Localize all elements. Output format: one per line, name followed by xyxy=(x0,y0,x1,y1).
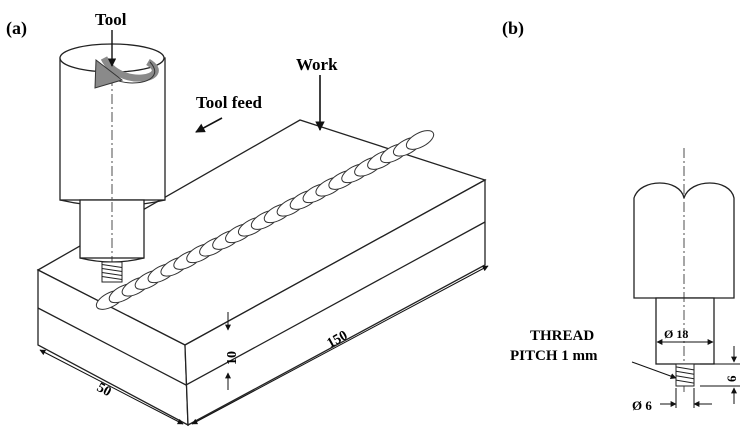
tool-b-pin-thread xyxy=(675,363,695,387)
dim-length xyxy=(191,265,489,425)
thread-leader xyxy=(631,361,677,379)
tool-a xyxy=(59,40,166,282)
work-label: Work xyxy=(296,55,338,74)
dim-thickness-label: 10 xyxy=(225,351,240,365)
dim-pin-length xyxy=(700,346,740,404)
tool-b xyxy=(633,148,735,395)
thread-line xyxy=(675,366,695,371)
thread-label-line2: PITCH 1 mm xyxy=(510,348,598,364)
weld-ripple xyxy=(405,130,435,150)
rotation-arrow-icon xyxy=(94,30,159,89)
panel-a-label: (a) xyxy=(6,18,27,39)
thread-line xyxy=(101,276,123,280)
thread-line xyxy=(675,375,695,380)
thread-label-line1: THREAD xyxy=(530,328,594,344)
tool-feed-arrow xyxy=(195,117,223,133)
thread-line xyxy=(675,379,695,384)
dim-pin-label: Ø 6 xyxy=(632,398,652,413)
thread-line xyxy=(101,272,123,276)
thread-line xyxy=(101,264,123,268)
dim-width-label: 50 xyxy=(94,380,113,400)
weld-bead xyxy=(95,130,435,310)
tool-pin-thread xyxy=(101,261,123,283)
dim-shoulder-label: Ø 18 xyxy=(664,327,688,341)
thread-line xyxy=(675,370,695,375)
tool-b-shoulder xyxy=(655,297,715,365)
dim-pin-length-label: 6 xyxy=(724,375,739,382)
thread-line xyxy=(101,268,123,272)
panel-b-label: (b) xyxy=(502,18,524,39)
tool-feed-label: Tool feed xyxy=(196,93,263,112)
dim-pin xyxy=(660,388,712,408)
tool-label: Tool xyxy=(95,10,127,29)
dim-width xyxy=(39,349,184,425)
